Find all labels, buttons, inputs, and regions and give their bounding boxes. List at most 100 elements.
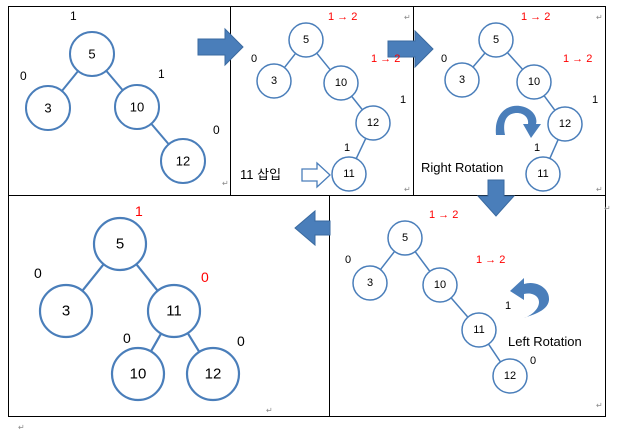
balance-factor: 1 → 2 xyxy=(328,11,357,23)
caption-left-rotation: Left Rotation xyxy=(508,334,582,349)
tree-node-5 xyxy=(69,31,115,77)
balance-factor: 0 xyxy=(237,333,245,349)
bottom-row-frame xyxy=(8,195,606,417)
tree-node-3 xyxy=(38,283,94,339)
tree-node-5 xyxy=(92,216,148,272)
node-label: 5 xyxy=(493,34,499,46)
paragraph-mark: ↵ xyxy=(404,13,411,22)
balance-factor: 1 xyxy=(592,94,598,106)
tree-edge xyxy=(379,250,396,271)
paragraph-mark: ↵ xyxy=(596,401,603,410)
balance-factor: 0 xyxy=(213,123,220,137)
tree-node-3 xyxy=(352,265,388,301)
balance-factor: 1 → 2 xyxy=(371,53,400,65)
balance-factor: 0 xyxy=(530,355,536,367)
node-label: 5 xyxy=(402,232,408,244)
tree-node-3 xyxy=(25,85,71,131)
paragraph-mark: ↵ xyxy=(18,423,25,432)
tree-edge xyxy=(549,139,559,159)
tree-node-10 xyxy=(110,346,166,402)
tree-edge xyxy=(414,251,431,272)
node-label: 12 xyxy=(504,370,516,382)
paragraph-mark: ↵ xyxy=(222,179,229,188)
tree-edge xyxy=(351,95,363,111)
tree-edge xyxy=(135,263,159,292)
panel-frames xyxy=(8,6,606,417)
node-label: 12 xyxy=(205,366,222,383)
tree-edge xyxy=(487,343,502,363)
tree-node-3 xyxy=(256,63,292,99)
rotation-arrow-clockwise xyxy=(495,105,541,138)
node-label: 10 xyxy=(130,366,147,383)
tree-node-11 xyxy=(525,156,561,192)
tree-node-11 xyxy=(331,156,367,192)
paragraph-mark: ↵ xyxy=(266,406,273,415)
arrow-right-2 xyxy=(387,29,434,69)
node-label: 11 xyxy=(343,168,354,180)
balance-factor: 0 xyxy=(201,269,209,285)
tree-node-12 xyxy=(355,105,391,141)
balance-factor: 1 xyxy=(70,9,77,23)
arrow-right-1 xyxy=(197,27,244,67)
balance-factor: 1 xyxy=(135,203,143,219)
tree-node-12 xyxy=(492,358,528,394)
node-label: 11 xyxy=(166,303,182,320)
balance-factor: 0 xyxy=(20,69,27,83)
node-label: 12 xyxy=(559,118,571,130)
node-label: 5 xyxy=(303,34,309,46)
tree-edge xyxy=(283,52,297,69)
tree-edge xyxy=(105,70,124,91)
tree-node-10 xyxy=(323,65,359,101)
node-label: 11 xyxy=(537,168,548,180)
tree-node-11 xyxy=(146,283,202,339)
tree-edge xyxy=(316,52,331,71)
caption-insert: 11 삽입 xyxy=(240,167,281,182)
balance-factor: 0 xyxy=(345,254,351,266)
node-label: 3 xyxy=(62,303,70,320)
tree-node-10 xyxy=(516,64,552,100)
tree-edge xyxy=(543,95,556,111)
tree-node-12 xyxy=(547,106,583,142)
balance-factor: 1 xyxy=(534,142,540,154)
balance-factor: 1 → 2 xyxy=(476,254,505,266)
balance-factor: 0 xyxy=(34,265,42,281)
caption-right-rotation: Right Rotation xyxy=(421,160,503,175)
tree-edge xyxy=(149,333,163,352)
node-label: 12 xyxy=(367,117,379,129)
tree-edge xyxy=(472,52,486,68)
tree-edge xyxy=(355,138,367,159)
balance-factor: 0 xyxy=(441,53,447,65)
paragraph-marks: ↵ ↵ ↵ ↵ ↵ ↵ ↵ ↵ ↵ xyxy=(18,13,611,432)
tree-node-10 xyxy=(422,267,458,303)
balance-factor: 1 xyxy=(505,300,511,312)
node-label: 10 xyxy=(130,100,144,115)
tree-edge xyxy=(81,263,105,292)
node-label: 5 xyxy=(88,47,95,62)
tree-node-11 xyxy=(461,312,497,348)
tree-edge xyxy=(450,297,469,318)
tree-edge xyxy=(506,52,524,70)
node-label: 11 xyxy=(473,324,484,336)
balance-factor: 0 xyxy=(123,330,131,346)
balance-factor: 1 → 2 xyxy=(563,53,592,65)
tree-edge xyxy=(186,332,201,353)
tree-edges xyxy=(61,52,559,363)
arrow-down xyxy=(476,179,516,217)
node-label: 12 xyxy=(176,154,190,169)
tree-node-12 xyxy=(160,138,206,184)
tree-node-12 xyxy=(185,346,241,402)
node-label: 5 xyxy=(116,236,124,253)
node-label: 3 xyxy=(271,75,277,87)
node-label: 10 xyxy=(434,279,446,291)
tree-node-5 xyxy=(478,22,514,58)
arrow-left xyxy=(294,209,331,247)
flow-arrows xyxy=(197,27,516,247)
balance-factor: 1 → 2 xyxy=(429,209,458,221)
balance-factor: 0 xyxy=(251,53,257,65)
node-label: 3 xyxy=(367,277,373,289)
tree-node-5 xyxy=(288,22,324,58)
tree-node-10 xyxy=(114,84,160,130)
